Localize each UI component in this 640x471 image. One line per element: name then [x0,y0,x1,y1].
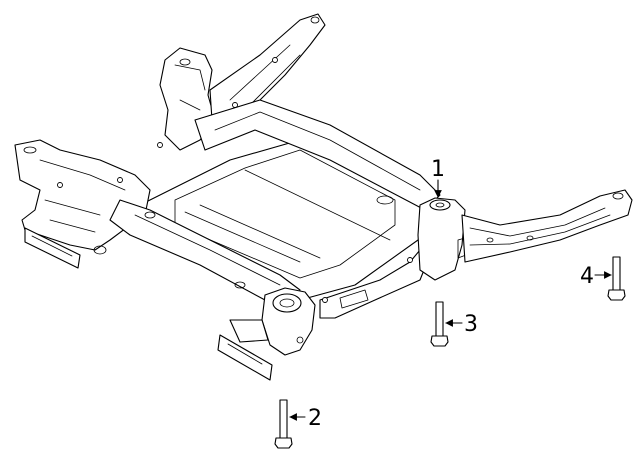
bolt-2 [274,399,293,449]
callout-4: 4 [580,264,612,289]
crossmember [14,13,633,381]
callout-1-label: 1 [431,157,445,182]
bolt-4 [607,256,626,301]
callout-2-label: 2 [308,406,322,431]
callout-3: 3 [445,312,478,337]
callout-4-label: 4 [580,264,594,289]
bolt-3 [430,301,449,347]
callout-3-label: 3 [464,312,478,337]
callout-2: 2 [289,406,322,431]
callout-1: 1 [431,157,445,198]
